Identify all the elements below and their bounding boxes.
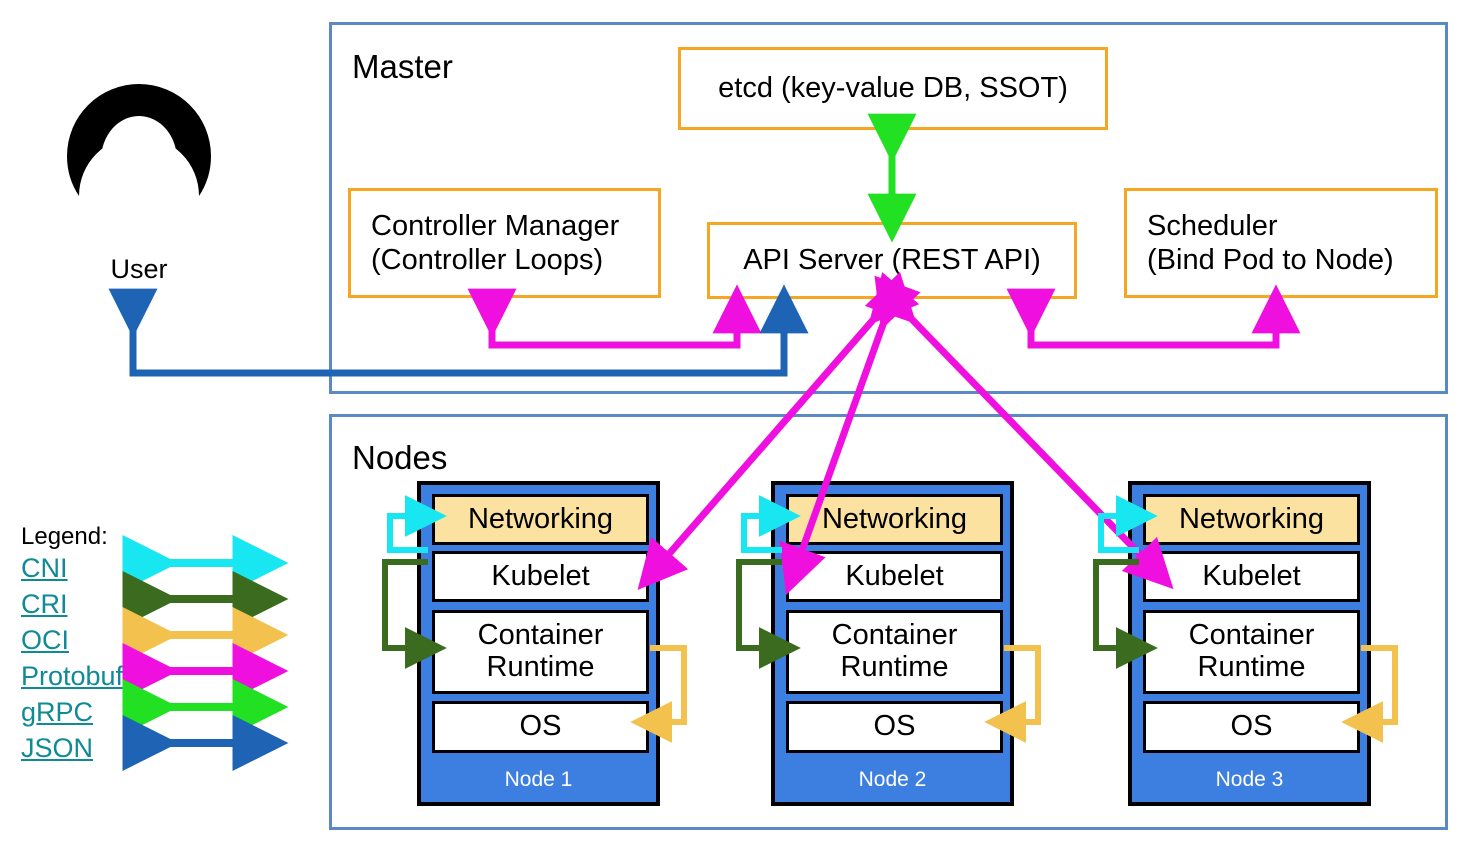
api-server-box[interactable]: API Server (REST API) [707,222,1077,299]
node-1-kubelet-row[interactable]: Kubelet [432,551,649,602]
node-3-name: Node 3 [1215,768,1284,791]
node-1-kubelet-label: Kubelet [491,559,590,592]
legend-item-cri[interactable]: CRI [21,589,68,619]
legend-title: Legend: [21,523,108,550]
controller-manager-label: Controller Manager (Controller Loops) [371,209,620,276]
etcd-label: etcd (key-value DB, SSOT) [718,72,1068,105]
node-card-2[interactable]: Networking Kubelet Container Runtime OS … [771,481,1014,806]
node-3-os-label: OS [1230,710,1273,743]
node-2-kubelet-label: Kubelet [845,559,944,592]
master-title: Master [352,48,453,85]
node-3-kubelet-row[interactable]: Kubelet [1143,551,1360,602]
scheduler-box[interactable]: Scheduler (Bind Pod to Node) [1124,188,1438,298]
node-3-kubelet-label: Kubelet [1202,559,1301,592]
node-3-networking-row[interactable]: Networking [1143,494,1360,545]
node-2-os-row[interactable]: OS [786,701,1003,753]
node-2-container-runtime-label: Container Runtime [831,619,958,683]
node-card-1[interactable]: Networking Kubelet Container Runtime OS … [417,481,660,806]
node-2-kubelet-row[interactable]: Kubelet [786,551,1003,602]
node-1-networking-label: Networking [467,502,614,535]
node-2-networking-label: Networking [821,502,968,535]
legend-item-protobuf[interactable]: Protobuf [21,661,124,691]
nodes-title: Nodes [352,439,448,476]
legend-item-grpc[interactable]: gRPC [21,697,94,727]
legend-item-oci[interactable]: OCI [21,625,70,655]
etcd-box[interactable]: etcd (key-value DB, SSOT) [678,47,1108,130]
legend-item-cni[interactable]: CNI [21,553,68,583]
node-1-networking-row[interactable]: Networking [432,494,649,545]
node-1-container-runtime-label: Container Runtime [477,619,604,683]
node-2-container-runtime-row[interactable]: Container Runtime [786,610,1003,694]
scheduler-label: Scheduler (Bind Pod to Node) [1147,209,1394,276]
node-1-container-runtime-row[interactable]: Container Runtime [432,610,649,694]
node-1-os-label: OS [519,710,562,743]
node-card-3[interactable]: Networking Kubelet Container Runtime OS … [1128,481,1371,806]
api-server-label: API Server (REST API) [743,244,1041,277]
node-2-name: Node 2 [858,768,927,791]
node-3-container-runtime-label: Container Runtime [1188,619,1315,683]
user-label: User [110,254,168,284]
node-2-networking-row[interactable]: Networking [786,494,1003,545]
node-3-os-row[interactable]: OS [1143,701,1360,753]
node-3-networking-label: Networking [1178,502,1325,535]
node-1-os-row[interactable]: OS [432,701,649,753]
legend-item-json[interactable]: JSON [21,733,94,763]
controller-manager-box[interactable]: Controller Manager (Controller Loops) [348,188,661,298]
node-1-name: Node 1 [504,768,573,791]
node-3-container-runtime-row[interactable]: Container Runtime [1143,610,1360,694]
node-2-os-label: OS [873,710,916,743]
